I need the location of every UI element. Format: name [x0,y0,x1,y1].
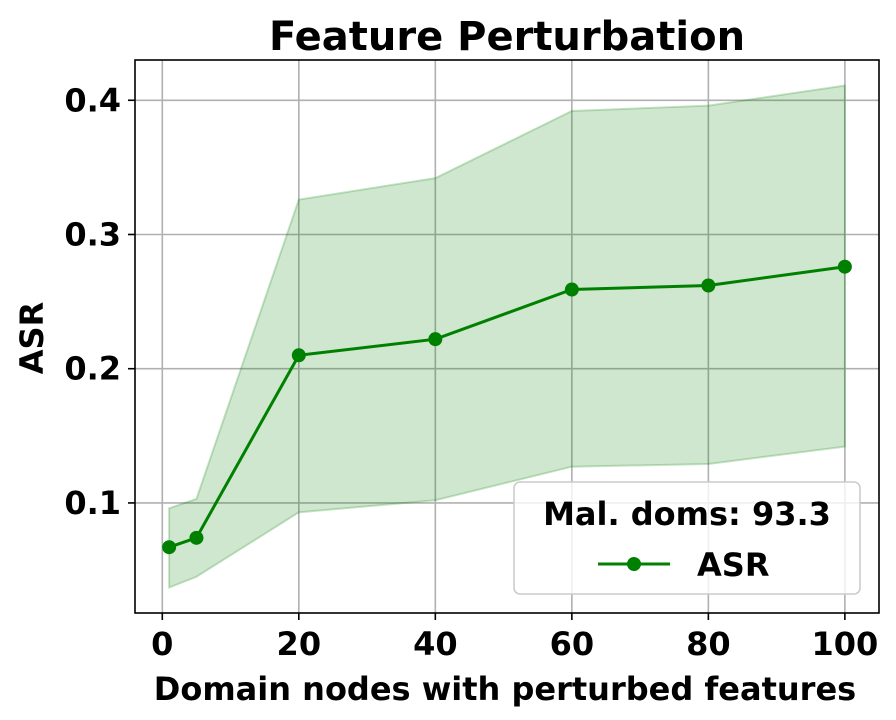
y-tick-label: 0.1 [64,484,121,522]
y-tick-label: 0.3 [64,215,121,253]
x-axis-label: Domain nodes with perturbed features [154,670,856,708]
legend-entry-asr: ASR [697,546,769,584]
data-point [428,332,443,347]
legend-box [513,481,861,595]
chart-title: Feature Perturbation [269,14,745,60]
data-point [291,348,306,363]
plot-area-frame [134,59,880,614]
data-point [162,540,177,555]
data-point [837,259,852,274]
legend-title: Mal. doms: 93.3 [543,495,831,533]
y-tick-label: 0.2 [64,350,121,388]
x-tick-label: 60 [550,625,595,663]
legend: Mal. doms: 93.3 ASR [513,481,861,595]
legend-marker-swatch [627,557,641,571]
data-point [564,282,579,297]
x-tick-label: 80 [686,625,731,663]
confidence-band-layer [168,84,846,589]
grid [135,60,879,613]
x-tick-label: 0 [151,625,173,663]
x-tick-label: 100 [811,625,878,663]
x-tick-label: 20 [277,625,322,663]
confidence-band [168,84,846,589]
y-axis-label: ASR [13,302,51,374]
series-layer [162,259,852,555]
ticks: 0 20 40 60 80 100 0.1 0.2 0.3 0.4 [64,81,878,663]
x-tick-label: 40 [413,625,458,663]
data-point [701,278,716,293]
y-tick-label: 0.4 [64,81,121,119]
data-point [189,530,204,545]
